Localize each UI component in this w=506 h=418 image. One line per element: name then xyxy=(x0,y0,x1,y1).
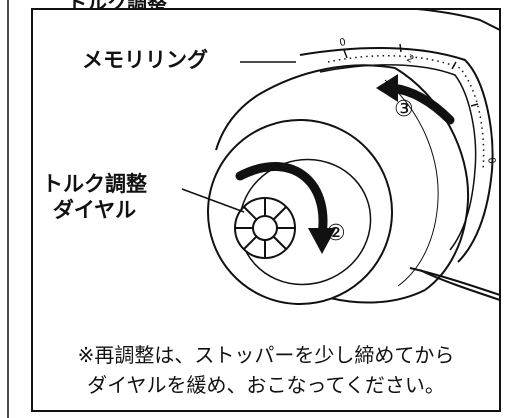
unit-body-lower-edge xyxy=(409,267,499,296)
torque-dial-label-line1: トルク調整 xyxy=(42,172,147,196)
barrel-left-edge xyxy=(215,94,259,151)
barrel-bottom-edge xyxy=(329,289,426,304)
step-3-marker: ③ xyxy=(394,97,414,122)
scale-mark-b: 0 xyxy=(339,37,347,49)
scale-tick-1 xyxy=(343,49,348,59)
torque-dial-label-line2: ダイヤル xyxy=(52,198,137,222)
barrel-highlight xyxy=(384,79,439,287)
readjustment-note: ※再調整は、ストッパーを少し締めてから ダイヤルを緩め、おこなってください。 xyxy=(31,340,501,400)
cut-off-heading: トルク調整 xyxy=(31,0,331,8)
unit-body-outline xyxy=(416,10,499,301)
torque-dial-grip-ridges xyxy=(235,198,295,258)
memori-ring-outline xyxy=(299,47,494,263)
torque-dial-label: トルク調整 ダイヤル xyxy=(42,171,147,223)
scale-tick-3 xyxy=(451,61,457,70)
page-left-rule xyxy=(7,0,9,418)
dial-rotation-arrow-shaft xyxy=(235,162,328,240)
scale-tick-2 xyxy=(399,43,402,53)
cut-off-heading-text: トルク調整 xyxy=(67,0,167,8)
barrel-right-side xyxy=(394,67,470,291)
scale-mark-a: 2 xyxy=(405,53,416,66)
front-face-ellipse xyxy=(207,119,393,305)
memori-ring-label: メモリリング xyxy=(82,48,208,72)
dial-rotation-arrowhead xyxy=(308,228,336,254)
scale-tick-4 xyxy=(470,103,479,107)
scale-mark-c: 0 xyxy=(485,157,497,165)
readjustment-note-line2: ダイヤルを緩め、おこなってください。 xyxy=(87,373,445,397)
barrel-top-edge xyxy=(257,64,396,96)
step-2-marker: ② xyxy=(326,221,346,246)
readjustment-note-line1: ※再調整は、ストッパーを少し締めてから xyxy=(77,343,455,367)
ring-rotation-arrowhead xyxy=(376,74,398,102)
torque-dial-leader-line xyxy=(181,188,245,213)
